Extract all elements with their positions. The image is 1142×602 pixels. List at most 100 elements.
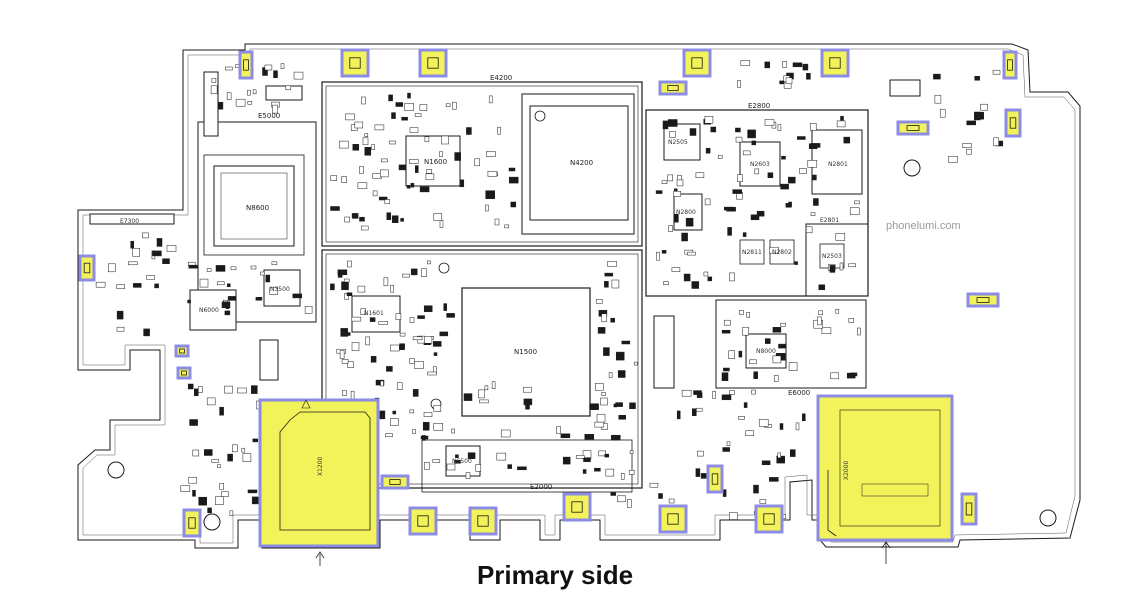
smd-component [454, 460, 461, 464]
smd-component [751, 140, 757, 146]
label-n2800: N2800 [676, 209, 696, 216]
smd-component [446, 463, 456, 471]
smd-component [271, 261, 278, 266]
smd-component [806, 73, 811, 80]
smd-component [735, 127, 741, 133]
highlight-pad-contact [571, 501, 583, 513]
smd-component [779, 423, 784, 430]
highlight-pad-contact [83, 262, 91, 274]
smd-component [737, 80, 741, 88]
smd-component [378, 321, 389, 325]
highlight-pad-contact [906, 125, 920, 131]
smd-component [603, 347, 610, 356]
smd-component [759, 499, 767, 504]
highlight-pad [176, 366, 192, 380]
label-n2802: N2802 [772, 249, 792, 256]
highlight-pad-contact [389, 479, 401, 485]
smd-component [484, 385, 489, 391]
smd-component [381, 158, 388, 163]
smd-component [992, 69, 1001, 75]
smd-component [810, 212, 816, 216]
smd-component [392, 410, 397, 415]
sim-tray-edge [827, 470, 837, 537]
smd-component [674, 213, 679, 223]
smd-component [192, 449, 200, 457]
smd-component [467, 452, 476, 459]
highlight-pad [78, 254, 96, 282]
smd-component [409, 159, 419, 164]
smd-component [745, 430, 754, 436]
smd-component [649, 482, 659, 488]
smd-component [272, 104, 278, 114]
smd-component [742, 232, 747, 237]
label-e5000: E5000 [258, 112, 280, 120]
smd-component [601, 392, 606, 396]
smd-component [341, 176, 347, 183]
smd-component [216, 281, 225, 286]
smd-component [601, 313, 607, 323]
highlight-pad [658, 504, 688, 534]
smd-component [517, 466, 527, 471]
shield-e5000 [197, 121, 317, 323]
smd-component [419, 104, 428, 111]
smd-component [227, 283, 231, 288]
label-sim-slot: X2000 [843, 460, 850, 480]
smd-component [777, 124, 782, 131]
smd-component [130, 240, 134, 249]
smd-component [247, 489, 258, 494]
smd-component [494, 218, 500, 226]
smd-component [206, 397, 216, 406]
shield-n8000 [715, 299, 867, 389]
smd-component [658, 493, 663, 499]
smd-component [352, 144, 360, 151]
smd-component [242, 453, 252, 462]
smd-component [384, 199, 391, 204]
smd-component [217, 464, 221, 468]
highlight-pad [820, 48, 850, 78]
smd-component [594, 421, 605, 428]
smd-component [710, 126, 717, 133]
smd-component [756, 210, 765, 217]
smd-component [618, 415, 626, 420]
smd-component [351, 342, 360, 351]
smd-component [235, 98, 246, 107]
smd-component [739, 310, 744, 315]
smd-component [351, 213, 359, 219]
highlight-pad [418, 48, 448, 78]
label-n2801: N2801 [828, 161, 848, 168]
smd-component [854, 200, 860, 205]
smd-component [556, 426, 561, 434]
smd-component [433, 352, 438, 356]
smd-component [152, 250, 162, 257]
board-outline-inner [82, 48, 1076, 544]
smd-component [939, 108, 946, 118]
shield-e4200-outer [321, 81, 643, 247]
smd-component [849, 207, 860, 215]
smd-component [510, 201, 517, 208]
smd-component [500, 429, 511, 438]
smd-component [293, 71, 304, 80]
smd-component [344, 293, 349, 300]
smd-component [818, 284, 826, 291]
smd-component [341, 359, 349, 364]
smd-component [424, 136, 430, 142]
smd-component [445, 103, 451, 108]
smd-component [683, 273, 691, 282]
smd-component [487, 171, 498, 177]
smd-component [419, 186, 430, 193]
smd-component [661, 250, 667, 254]
smd-component [211, 78, 217, 83]
smd-component [339, 350, 345, 359]
smd-component [726, 441, 731, 447]
smd-component [198, 386, 203, 393]
smd-component [398, 164, 407, 171]
smd-component [629, 450, 634, 455]
smd-component [849, 372, 858, 377]
smd-component [812, 174, 817, 181]
highlight-pad [1004, 108, 1022, 138]
shield-e6000-inner [325, 253, 639, 485]
highlight-pad-contact [763, 513, 775, 525]
smd-component [224, 385, 233, 394]
smd-component [401, 116, 408, 121]
smd-component [721, 372, 729, 381]
